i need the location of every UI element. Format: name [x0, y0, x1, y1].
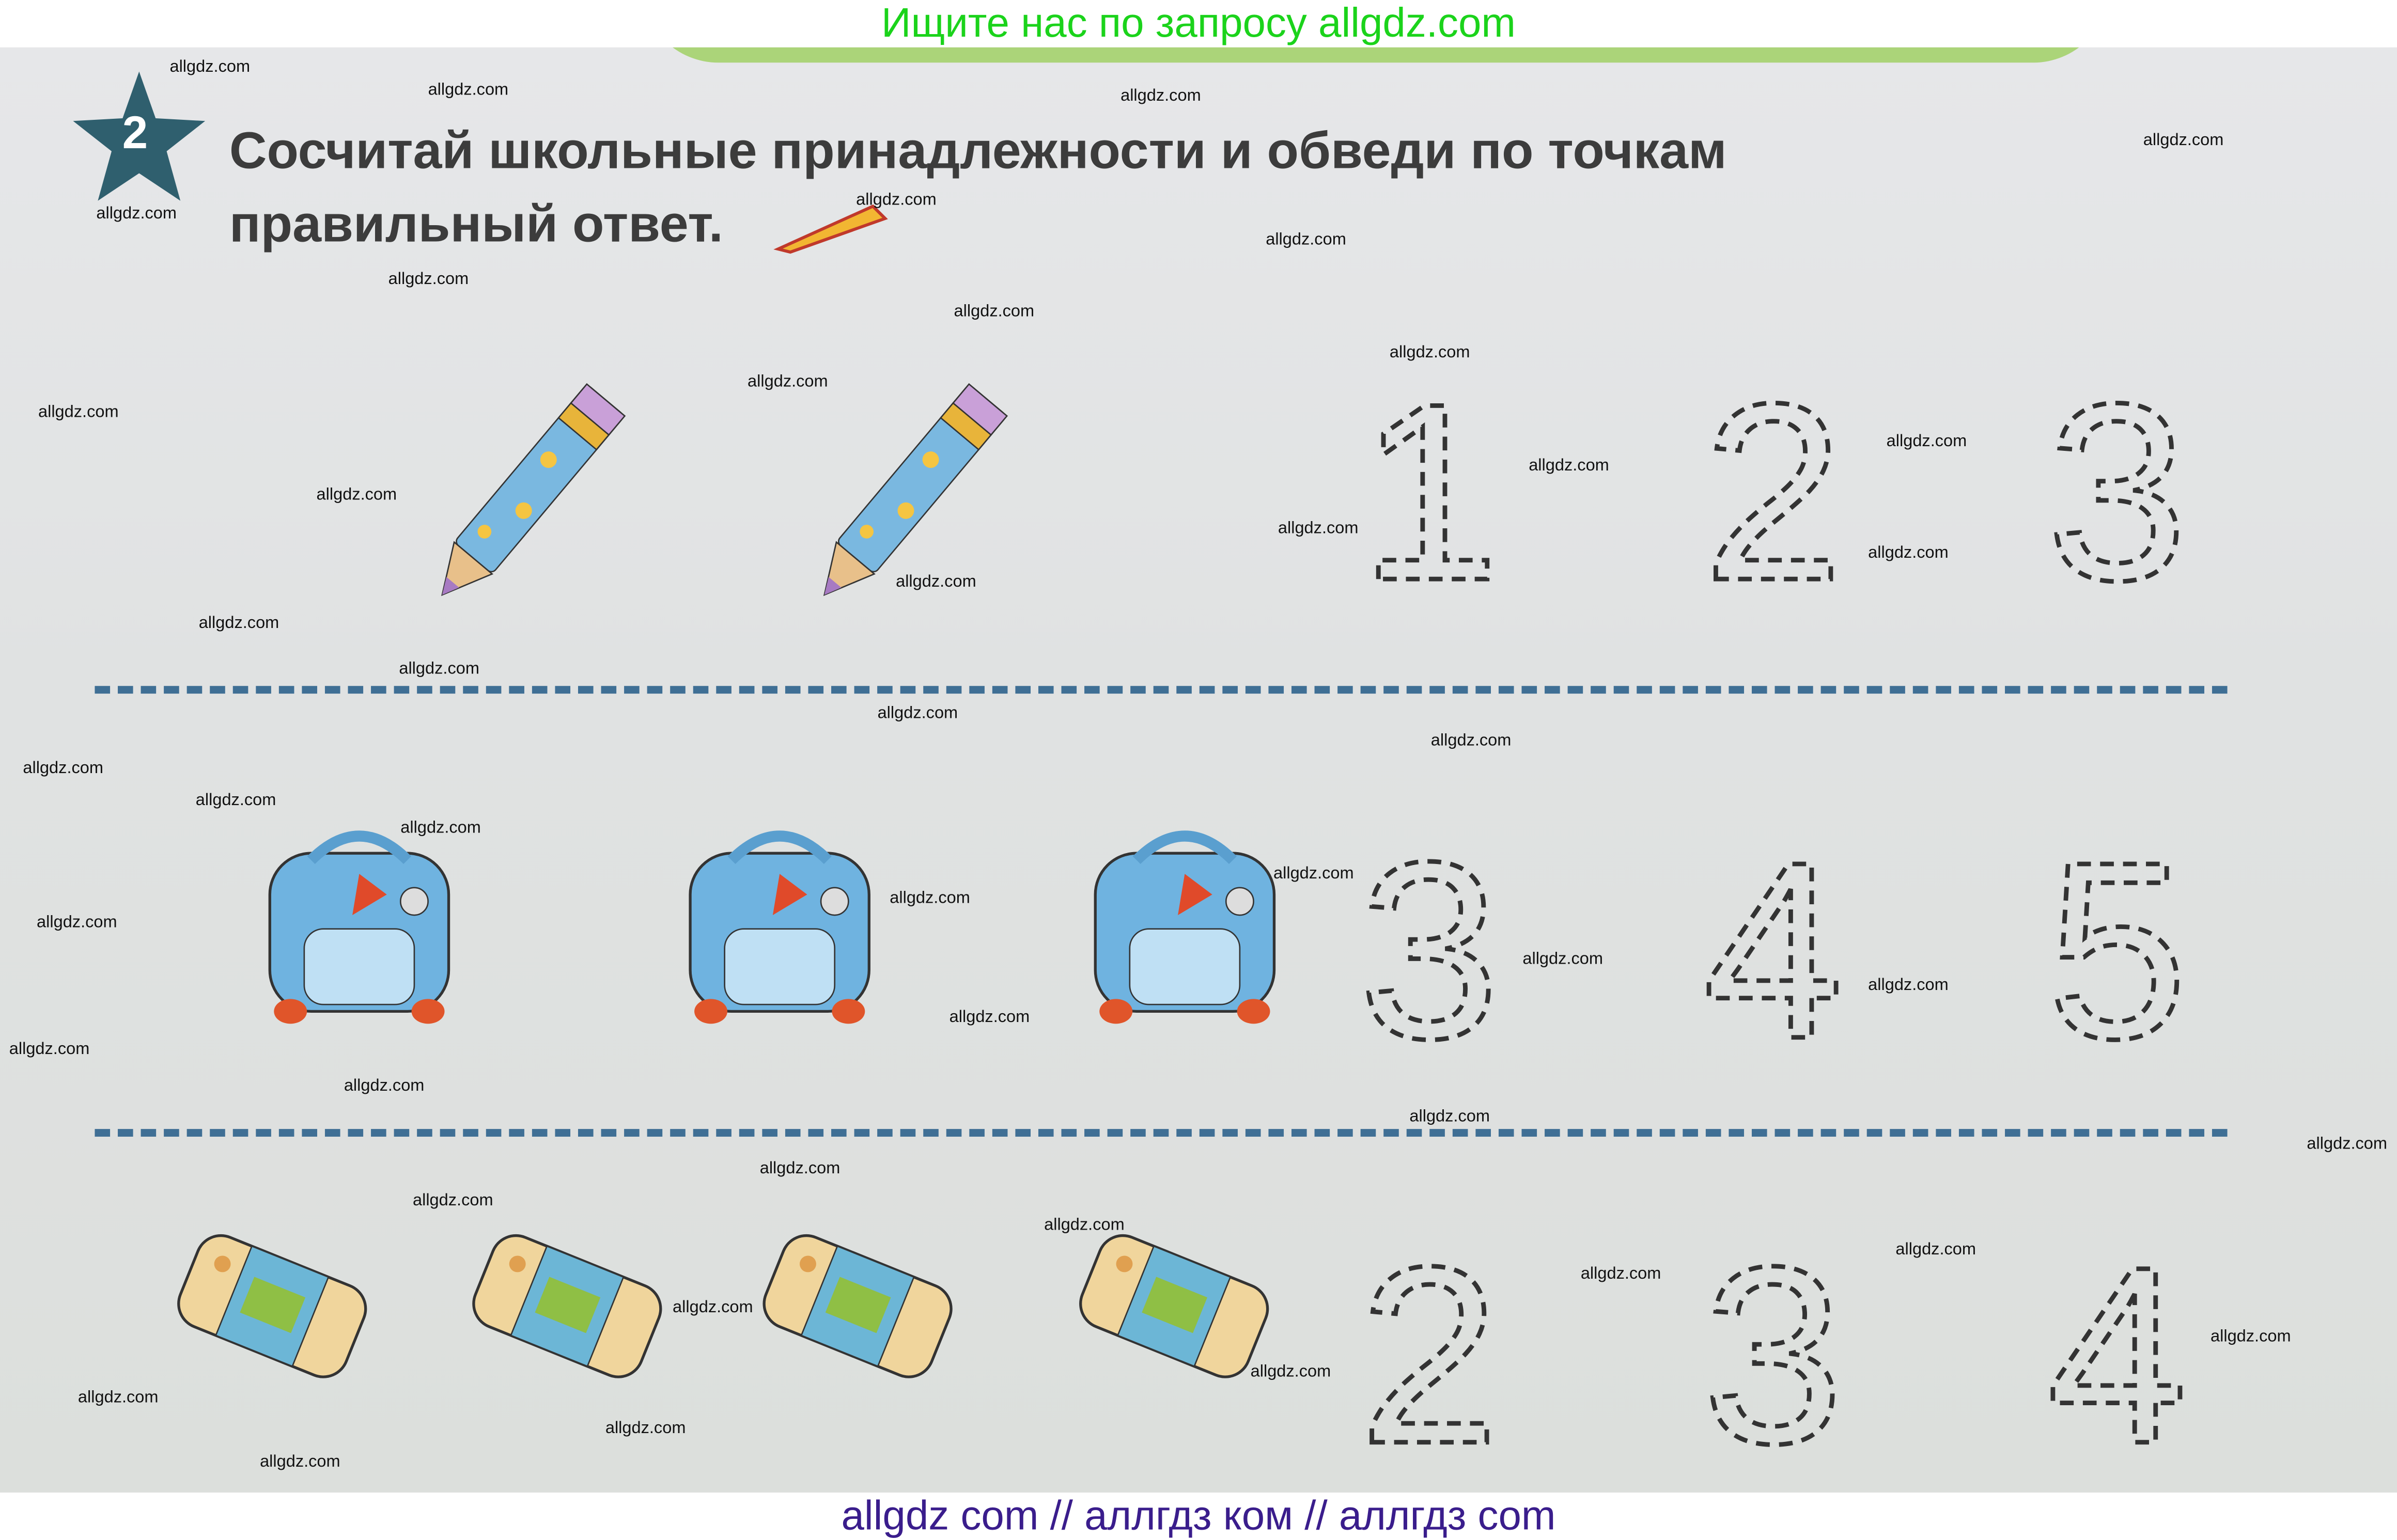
- watermark-text: allgdz.com: [1529, 457, 1609, 476]
- watermark-text: allgdz.com: [954, 302, 1035, 321]
- eraser-image: [177, 1234, 367, 1378]
- pen-icon: [773, 204, 888, 254]
- dotted-number-option[interactable]: 2: [1345, 1247, 1514, 1460]
- watermark-text: allgdz.com: [399, 659, 479, 679]
- number-label: 5: [2047, 842, 2188, 1056]
- watermark-text: allgdz.com: [344, 1077, 425, 1096]
- watermark-text: allgdz.com: [1120, 87, 1201, 106]
- eraser-image: [472, 1234, 662, 1378]
- watermark-text: allgdz.com: [2211, 1327, 2291, 1346]
- number-label: 4: [2047, 1247, 2188, 1460]
- watermark-text: allgdz.com: [1266, 230, 1346, 249]
- dotted-number-option[interactable]: 1: [1345, 384, 1514, 598]
- watermark-text: allgdz.com: [96, 205, 177, 223]
- watermark-text: allgdz.com: [1430, 732, 1512, 750]
- watermark-text: allgdz.com: [2307, 1135, 2388, 1154]
- watermark-text: allgdz.com: [77, 1389, 159, 1407]
- watermark-text: allgdz.com: [1886, 432, 1967, 451]
- number-label: 3: [2047, 384, 2188, 598]
- background-illustration: [642, 47, 2110, 63]
- task-number-star-icon: [73, 71, 206, 201]
- watermark-text: allgdz.com: [1895, 1240, 1976, 1259]
- task-number: 2: [122, 108, 148, 159]
- watermark-text: allgdz.com: [260, 1453, 340, 1471]
- watermark-text: allgdz.com: [890, 889, 970, 908]
- dotted-number-option[interactable]: 4: [1689, 842, 1858, 1056]
- watermark-text: allgdz.com: [388, 270, 469, 289]
- eraser-image: [762, 1234, 953, 1378]
- watermark-text: allgdz.com: [195, 791, 276, 810]
- watermark-text: allgdz.com: [856, 191, 937, 210]
- task-title-line-2: правильный ответ.: [229, 195, 723, 254]
- number-label: 2: [1359, 1247, 1500, 1460]
- worksheet-page: 2 Сосчитай школьные принадлежности и обв…: [0, 47, 2397, 1493]
- watermark-text: allgdz.com: [428, 81, 509, 100]
- watermark-text: allgdz.com: [1044, 1216, 1125, 1235]
- pencil-image: [823, 383, 1008, 596]
- watermark-text: allgdz.com: [1522, 950, 1603, 969]
- backpack-image: [1094, 830, 1276, 1024]
- watermark-text: allgdz.com: [169, 58, 251, 76]
- watermark-text: allgdz.com: [1273, 865, 1354, 883]
- dotted-number-option[interactable]: 3: [1345, 842, 1514, 1056]
- task-title: Сосчитай школьные принадлежности и обвед…: [229, 115, 1727, 261]
- watermark-text: allgdz.com: [400, 819, 481, 838]
- watermark-text: allgdz.com: [1868, 976, 1949, 995]
- dotted-number-option[interactable]: 2: [1689, 384, 1858, 598]
- watermark-text: allgdz.com: [37, 914, 117, 932]
- watermark-text: allgdz.com: [2143, 131, 2224, 150]
- number-label: 3: [1359, 842, 1500, 1056]
- divider-1: [95, 686, 2228, 694]
- dotted-number-option[interactable]: 3: [1689, 1247, 1858, 1460]
- number-label: 3: [1703, 1247, 1844, 1460]
- watermark-text: allgdz.com: [38, 403, 119, 422]
- watermark-text: allgdz.com: [1278, 519, 1359, 538]
- backpack-image: [689, 830, 870, 1024]
- dotted-number-option[interactable]: 5: [2033, 842, 2202, 1056]
- bottom-banner: allgdz com // аллгдз ком // аллгдз com: [0, 1492, 2397, 1540]
- dotted-number-option[interactable]: 3: [2033, 384, 2202, 598]
- watermark-text: allgdz.com: [877, 704, 958, 723]
- watermark-text: allgdz.com: [1868, 544, 1949, 562]
- watermark-text: allgdz.com: [1250, 1362, 1331, 1381]
- dotted-number-option[interactable]: 4: [2033, 1247, 2202, 1460]
- watermark-text: allgdz.com: [316, 485, 397, 505]
- watermark-text: allgdz.com: [23, 759, 103, 778]
- watermark-text: allgdz.com: [759, 1159, 840, 1178]
- top-banner: Ищите нас по запросу allgdz.com: [0, 0, 2397, 48]
- watermark-text: allgdz.com: [1389, 343, 1470, 363]
- pencil-image: [441, 383, 626, 596]
- watermark-text: allgdz.com: [1409, 1107, 1490, 1126]
- watermark-text: allgdz.com: [412, 1191, 493, 1210]
- number-label: 1: [1359, 384, 1500, 598]
- watermark-text: allgdz.com: [198, 614, 279, 633]
- task-title-line-1: Сосчитай школьные принадлежности и обвед…: [229, 122, 1727, 181]
- watermark-text: allgdz.com: [9, 1040, 90, 1059]
- watermark-text: allgdz.com: [896, 573, 976, 591]
- watermark-text: allgdz.com: [748, 372, 828, 391]
- number-label: 4: [1703, 842, 1844, 1056]
- watermark-text: allgdz.com: [605, 1419, 686, 1438]
- backpack-image: [268, 830, 450, 1024]
- eraser-image: [1079, 1234, 1269, 1378]
- watermark-text: allgdz.com: [673, 1298, 753, 1317]
- number-label: 2: [1703, 384, 1844, 598]
- watermark-text: allgdz.com: [949, 1008, 1030, 1027]
- watermark-text: allgdz.com: [1580, 1265, 1661, 1283]
- divider-2: [95, 1129, 2228, 1137]
